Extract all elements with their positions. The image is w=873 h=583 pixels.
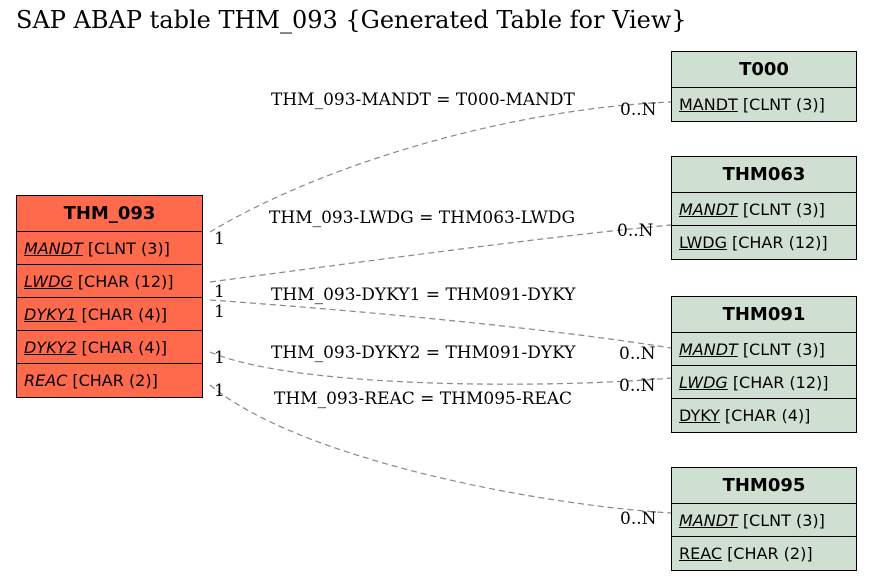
field-type: [CHAR (12)]: [732, 372, 829, 392]
relation-line-dyky1: [209, 299, 672, 349]
table-header: T000: [672, 52, 856, 88]
relation-label-dyky1: THM_093-DYKY1 = THM091-DYKY: [271, 285, 576, 305]
cardinality-to: 0..N: [620, 100, 657, 120]
field-type: [CLNT (3)]: [742, 199, 825, 219]
cardinality-from: 1: [214, 348, 225, 368]
field-name: MANDT: [679, 339, 738, 359]
field-row[interactable]: LWDG [CHAR (12)]: [17, 265, 202, 298]
field-row[interactable]: REAC [CHAR (2)]: [672, 537, 856, 570]
cardinality-from: 1: [214, 229, 225, 249]
field-type: [CLNT (3)]: [87, 238, 170, 258]
field-type: [CHAR (4)]: [81, 337, 168, 357]
field-name: LWDG: [679, 233, 727, 252]
field-type: [CLNT (3)]: [742, 510, 825, 530]
relation-label-lwdg: THM_093-LWDG = THM063-LWDG: [269, 208, 576, 228]
field-name: DYKY2: [24, 337, 77, 357]
field-type: [CHAR (2)]: [72, 371, 158, 390]
field-name: REAC: [24, 371, 68, 390]
cardinality-from: 1: [214, 282, 225, 302]
field-row[interactable]: MANDT [CLNT (3)]: [672, 333, 856, 366]
cardinality-to: 0..N: [619, 344, 656, 364]
table-header: THM063: [672, 157, 856, 193]
diagram-title: SAP ABAP table THM_093 {Generated Table …: [16, 6, 687, 34]
relation-line-reac: [209, 384, 672, 514]
field-type: [CHAR (4)]: [81, 304, 168, 324]
field-type: [CHAR (12)]: [731, 233, 828, 252]
cardinality-to: 0..N: [617, 221, 654, 241]
relation-label-mandt: THM_093-MANDT = T000-MANDT: [271, 90, 575, 110]
cardinality-from: 1: [214, 381, 225, 401]
table-t000[interactable]: T000 MANDT [CLNT (3)]: [671, 51, 857, 122]
table-thm095[interactable]: THM095 MANDT [CLNT (3)] REAC [CHAR (2)]: [671, 467, 857, 571]
cardinality-to: 0..N: [620, 509, 657, 529]
table-thm-093[interactable]: THM_093 MANDT [CLNT (3)] LWDG [CHAR (12)…: [16, 195, 203, 398]
field-row[interactable]: MANDT [CLNT (3)]: [672, 193, 856, 226]
table-header: THM095: [672, 468, 856, 504]
field-row[interactable]: MANDT [CLNT (3)]: [672, 88, 856, 121]
field-name: MANDT: [679, 510, 738, 530]
table-header: THM091: [672, 297, 856, 333]
table-thm063[interactable]: THM063 MANDT [CLNT (3)] LWDG [CHAR (12)]: [671, 156, 857, 260]
field-row[interactable]: LWDG [CHAR (12)]: [672, 226, 856, 259]
relation-label-reac: THM_093-REAC = THM095-REAC: [274, 389, 573, 409]
field-type: [CLNT (3)]: [742, 95, 825, 114]
field-name: MANDT: [679, 199, 738, 219]
field-row[interactable]: MANDT [CLNT (3)]: [17, 232, 202, 265]
field-type: [CLNT (3)]: [742, 339, 825, 359]
field-type: [CHAR (2)]: [727, 544, 813, 563]
field-row[interactable]: DYKY [CHAR (4)]: [672, 399, 856, 432]
field-row[interactable]: MANDT [CLNT (3)]: [672, 504, 856, 537]
field-name: LWDG: [24, 271, 73, 291]
cardinality-from: 1: [214, 302, 225, 322]
relation-line-lwdg: [209, 224, 672, 283]
field-row[interactable]: REAC [CHAR (2)]: [17, 364, 202, 397]
field-name: MANDT: [24, 238, 83, 258]
field-type: [CHAR (4)]: [724, 406, 811, 425]
relation-label-dyky2: THM_093-DYKY2 = THM091-DYKY: [271, 343, 576, 363]
field-name: MANDT: [679, 95, 738, 114]
cardinality-to: 0..N: [619, 376, 656, 396]
field-row[interactable]: LWDG [CHAR (12)]: [672, 366, 856, 399]
field-type: [CHAR (12)]: [77, 271, 174, 291]
table-header: THM_093: [17, 196, 202, 232]
field-row[interactable]: DYKY1 [CHAR (4)]: [17, 298, 202, 331]
relation-line-mandt: [209, 101, 672, 233]
relation-line-dyky2: [209, 351, 672, 385]
field-row[interactable]: DYKY2 [CHAR (4)]: [17, 331, 202, 364]
field-name: DYKY1: [24, 304, 77, 324]
field-name: LWDG: [679, 372, 728, 392]
field-name: DYKY: [679, 406, 720, 425]
table-thm091[interactable]: THM091 MANDT [CLNT (3)] LWDG [CHAR (12)]…: [671, 296, 857, 433]
field-name: REAC: [679, 544, 723, 563]
